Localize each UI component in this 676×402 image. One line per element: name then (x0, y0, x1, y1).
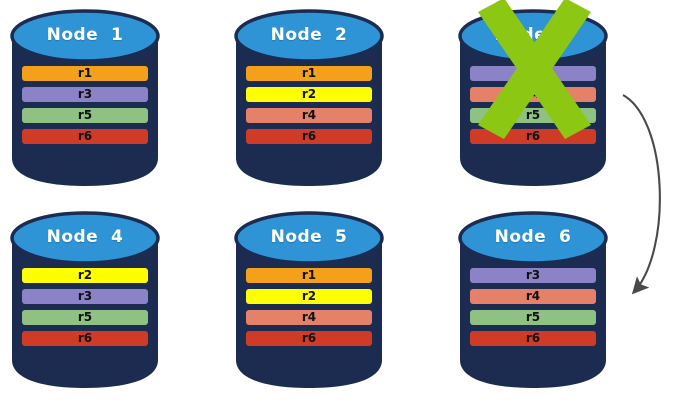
database-node-2[interactable]: Node 2 r1 r2 r4 r6 (234, 8, 384, 188)
replica-bar-r3[interactable]: r3 (22, 87, 148, 102)
cylinder-top-disc (234, 211, 384, 265)
database-node-6[interactable]: Node 6 r3 r4 r5 r6 (458, 210, 608, 390)
replica-bar-r6[interactable]: r6 (22, 331, 148, 346)
replica-list: r3 r4 r5 r6 (470, 268, 596, 346)
replica-bar-r2[interactable]: r2 (246, 87, 372, 102)
replica-bar-r5[interactable]: r5 (470, 108, 596, 123)
replica-bar-r5[interactable]: r5 (22, 310, 148, 325)
database-node-4[interactable]: Node 4 r2 r3 r5 r6 (10, 210, 160, 390)
replica-bar-r6[interactable]: r6 (246, 331, 372, 346)
replica-bar-r6[interactable]: r6 (246, 129, 372, 144)
replica-bar-r3[interactable]: r3 (22, 289, 148, 304)
replica-bar-r1[interactable]: r1 (246, 268, 372, 283)
node-label: Node 6 (494, 227, 572, 247)
replica-bar-r3[interactable]: r3 (470, 66, 596, 81)
replica-list: r3 r4 r5 r6 (470, 66, 596, 144)
node-label: Node 4 (46, 227, 124, 247)
node-label: Node 2 (270, 25, 348, 45)
replica-bar-r2[interactable]: r2 (246, 289, 372, 304)
database-node-3[interactable]: Node 3 r3 r4 r5 r6 (458, 0, 608, 188)
replica-bar-r5[interactable]: r5 (470, 310, 596, 325)
node-label: Node 5 (270, 227, 348, 247)
replica-list: r1 r2 r4 r6 (246, 268, 372, 346)
node-label: Node 1 (46, 25, 124, 45)
replica-bar-r4[interactable]: r4 (470, 289, 596, 304)
replica-bar-r2[interactable]: r2 (22, 268, 148, 283)
cylinder-top-disc (234, 9, 384, 63)
replica-bar-r6[interactable]: r6 (470, 331, 596, 346)
database-node-1[interactable]: Node 1 r1 r3 r5 r6 (10, 8, 160, 188)
cylinder-top-disc (10, 211, 160, 265)
replica-bar-r6[interactable]: r6 (470, 129, 596, 144)
replica-list: r1 r2 r4 r6 (246, 66, 372, 144)
replica-bar-r6[interactable]: r6 (22, 129, 148, 144)
cylinder-top-disc (10, 9, 160, 63)
replica-bar-r1[interactable]: r1 (22, 66, 148, 81)
replica-list: r1 r3 r5 r6 (22, 66, 148, 144)
node-label: Node 3 (494, 25, 572, 45)
replica-bar-r4[interactable]: r4 (246, 108, 372, 123)
database-node-5[interactable]: Node 5 r1 r2 r4 r6 (234, 210, 384, 390)
replica-bar-r1[interactable]: r1 (246, 66, 372, 81)
replica-bar-r3[interactable]: r3 (470, 268, 596, 283)
migration-arrow-path (622, 94, 661, 295)
replica-bar-r5[interactable]: r5 (22, 108, 148, 123)
replica-bar-r4[interactable]: r4 (470, 87, 596, 102)
replica-list: r2 r3 r5 r6 (22, 268, 148, 346)
cylinder-top-disc (458, 211, 608, 265)
replica-bar-r4[interactable]: r4 (246, 310, 372, 325)
